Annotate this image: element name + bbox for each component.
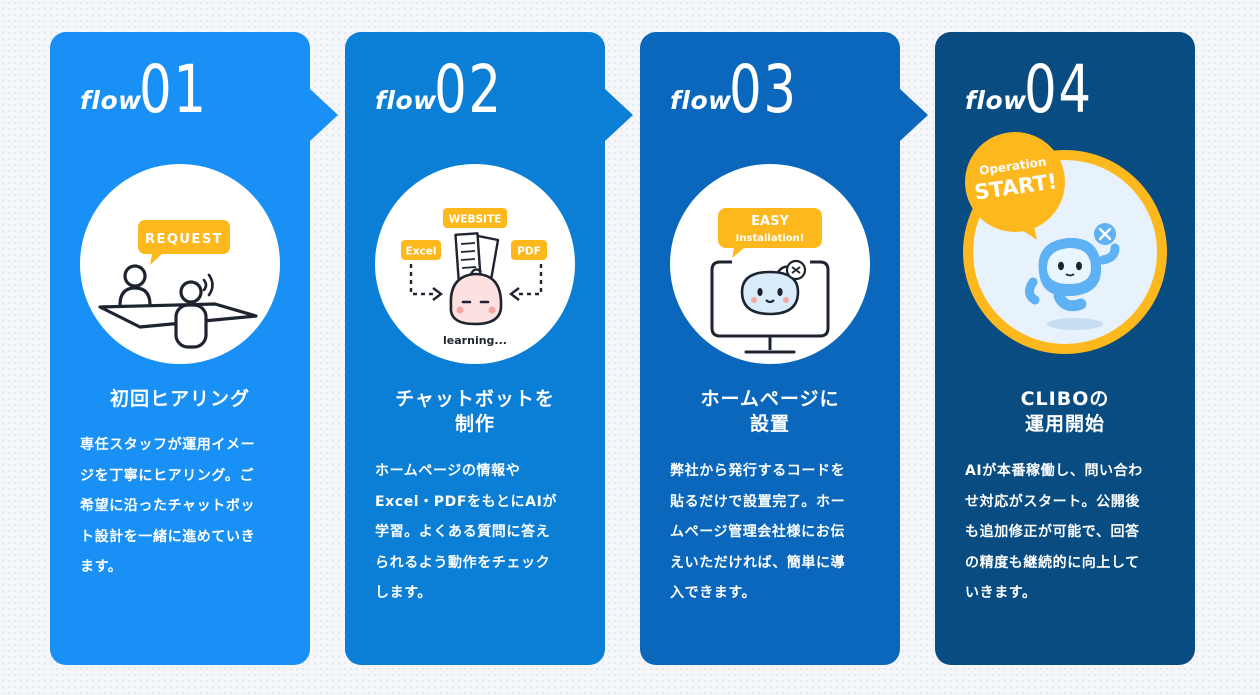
website-tag: WEBSITE <box>449 214 502 226</box>
step-description: 弊社から発行するコードを 貼るだけで設置完了。ホー ムページ管理会社様にお伝 え… <box>670 463 846 601</box>
pdf-tag: PDF <box>517 246 541 258</box>
step-title: CLIBOの 運用開始 <box>1020 388 1110 435</box>
flow-step-card-1: flow 01 REQUEST 初回ヒアリング 専任スタッフが運用イメー ジを丁… <box>50 32 338 665</box>
flow-number: 04 <box>1024 51 1093 128</box>
learning-caption: learning... <box>443 334 507 347</box>
step-illustration-1: REQUEST <box>80 164 280 364</box>
operation-start-sticker: Operation START! <box>965 132 1065 240</box>
request-meeting-icon: REQUEST <box>98 220 258 349</box>
installation-badge-text: Installation! <box>736 233 805 244</box>
step-title: 初回ヒアリング <box>109 388 250 410</box>
flow-number: 02 <box>434 51 503 128</box>
request-badge-text: REQUEST <box>145 232 223 247</box>
flow-label: flow <box>670 86 732 115</box>
step-arrow-3 <box>900 89 928 141</box>
flow-step-card-2: flow 02 WEBSITE Excel PDF <box>345 32 633 665</box>
flow-number: 01 <box>139 51 208 128</box>
flow-step-card-3: flow 03 EASY Installation! ホームページに 設置 弊社… <box>640 32 928 665</box>
step-description: 専任スタッフが運用イメー ジを丁寧にヒアリング。ご 希望に沿ったチャットボッ ト… <box>80 437 256 575</box>
step-illustration-2: WEBSITE Excel PDF <box>375 164 575 364</box>
flow-label: flow <box>80 86 142 115</box>
flow-number: 03 <box>729 51 798 128</box>
monitor-installation-icon: EASY Installation! <box>710 208 830 354</box>
step-arrow-1 <box>310 89 338 141</box>
flow-label: flow <box>965 86 1027 115</box>
excel-tag: Excel <box>406 246 437 258</box>
step-title: ホームページに 設置 <box>700 388 840 435</box>
step-illustration-3: EASY Installation! <box>670 164 870 364</box>
step-arrow-2 <box>605 89 633 141</box>
step-description: ホームページの情報や Excel・PDFをもとにAIが 学習。よくある質問に答え… <box>375 463 557 601</box>
flow-label: flow <box>375 86 437 115</box>
easy-badge-text: EASY <box>751 214 789 229</box>
step-title: チャットボットを 制作 <box>395 388 555 435</box>
flow-step-card-4: flow 04 O <box>935 32 1195 665</box>
learning-documents-icon: WEBSITE Excel PDF <box>401 208 547 347</box>
step-description: AIが本番稼働し、問い合わ せ対応がスタート。公開後 も追加修正が可能で、回答 … <box>965 463 1143 601</box>
